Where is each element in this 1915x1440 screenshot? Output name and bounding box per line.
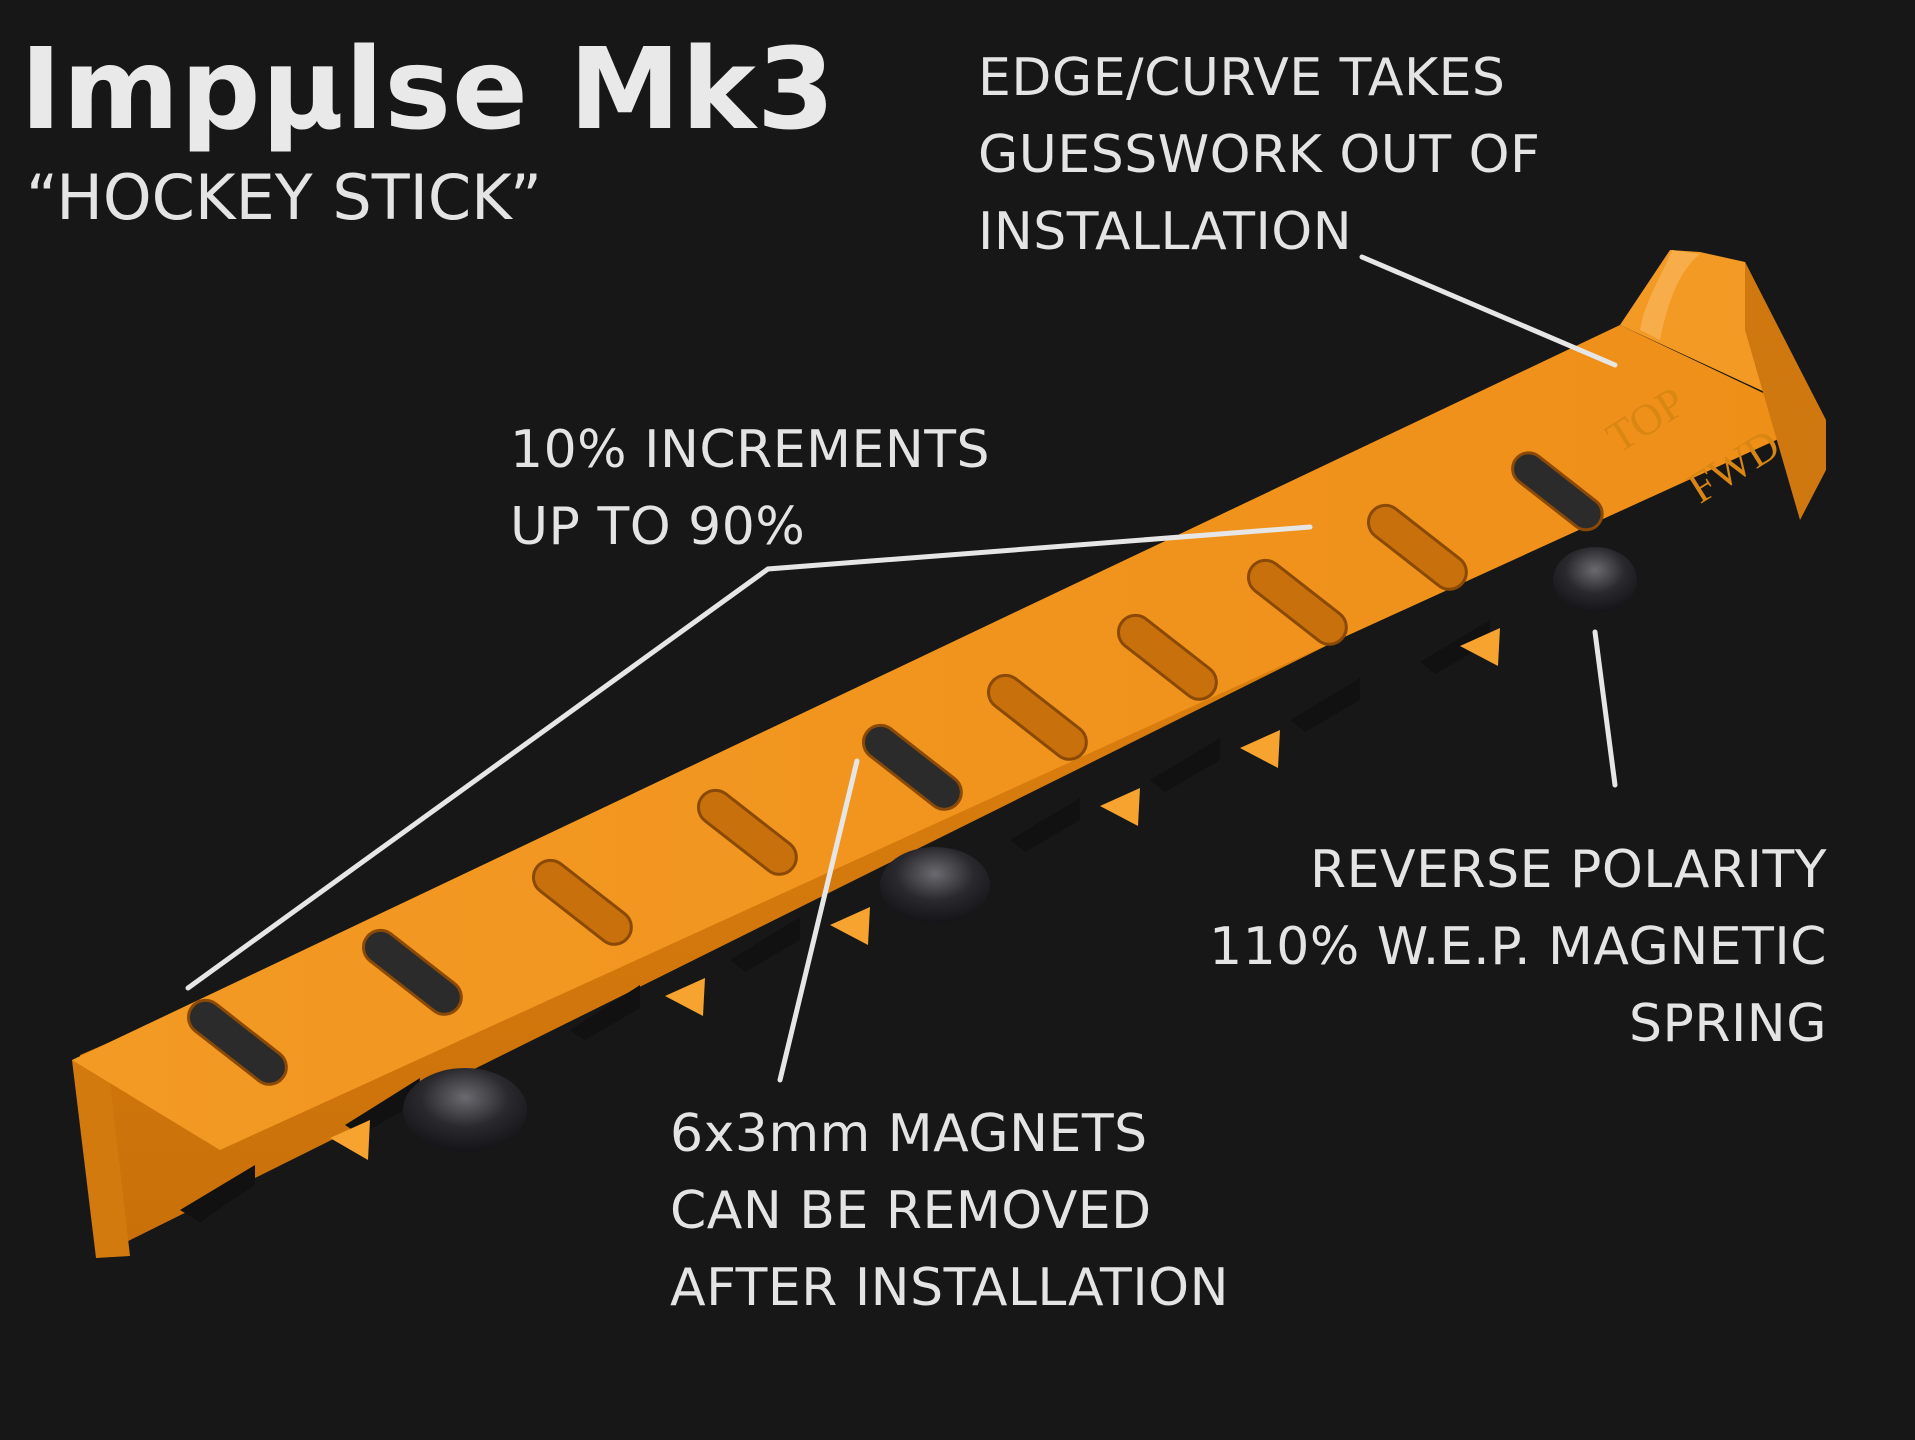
leader-line-magnets	[777, 758, 860, 1083]
callout-line: INSTALLATION	[978, 202, 1353, 262]
callout-edge-curve: EDGE/CURVE TAKES GUESSWORK OUT OF INSTAL…	[978, 40, 1540, 271]
increment-slots	[186, 451, 1604, 1086]
callout-line: SPRING	[1628, 994, 1827, 1054]
page-title: Impµlse Mk3	[20, 25, 836, 155]
magnet	[403, 1068, 527, 1152]
callout-magnets: 6x3mm MAGNETS CAN BE REMOVED AFTER INSTA…	[670, 1096, 1229, 1327]
hook-side	[1745, 262, 1826, 520]
callout-line: UP TO 90%	[510, 497, 806, 557]
magnet-pockets	[403, 547, 1637, 1152]
page-subtitle: “HOCKEY STICK”	[26, 161, 543, 234]
leader-lines	[185, 254, 1618, 1083]
callout-line: 10% INCREMENTS	[510, 420, 991, 480]
leader-line-edge	[1359, 254, 1618, 368]
callout-increments: 10% INCREMENTS UP TO 90%	[510, 412, 990, 566]
callout-line: 6x3mm MAGNETS	[670, 1104, 1148, 1164]
leader-line-polarity	[1592, 629, 1618, 788]
leader-line-increments	[185, 524, 1313, 991]
side-windows	[180, 620, 1490, 1222]
callout-line: 110% W.E.P. MAGNETIC	[1209, 917, 1827, 977]
callout-polarity: REVERSE POLARITY 110% W.E.P. MAGNETIC SP…	[1209, 832, 1827, 1063]
bar-end-face	[72, 1060, 130, 1258]
side-window-highlights	[330, 628, 1500, 1160]
callout-line: AFTER INSTALLATION	[670, 1258, 1229, 1318]
magnet	[880, 847, 990, 923]
callout-line: CAN BE REMOVED	[670, 1181, 1152, 1241]
hook-curve	[1640, 250, 1700, 340]
callout-line: EDGE/CURVE TAKES	[978, 48, 1506, 108]
magnet	[1553, 547, 1637, 613]
callout-line: REVERSE POLARITY	[1310, 840, 1827, 900]
callout-line: GUESSWORK OUT OF	[978, 125, 1541, 185]
